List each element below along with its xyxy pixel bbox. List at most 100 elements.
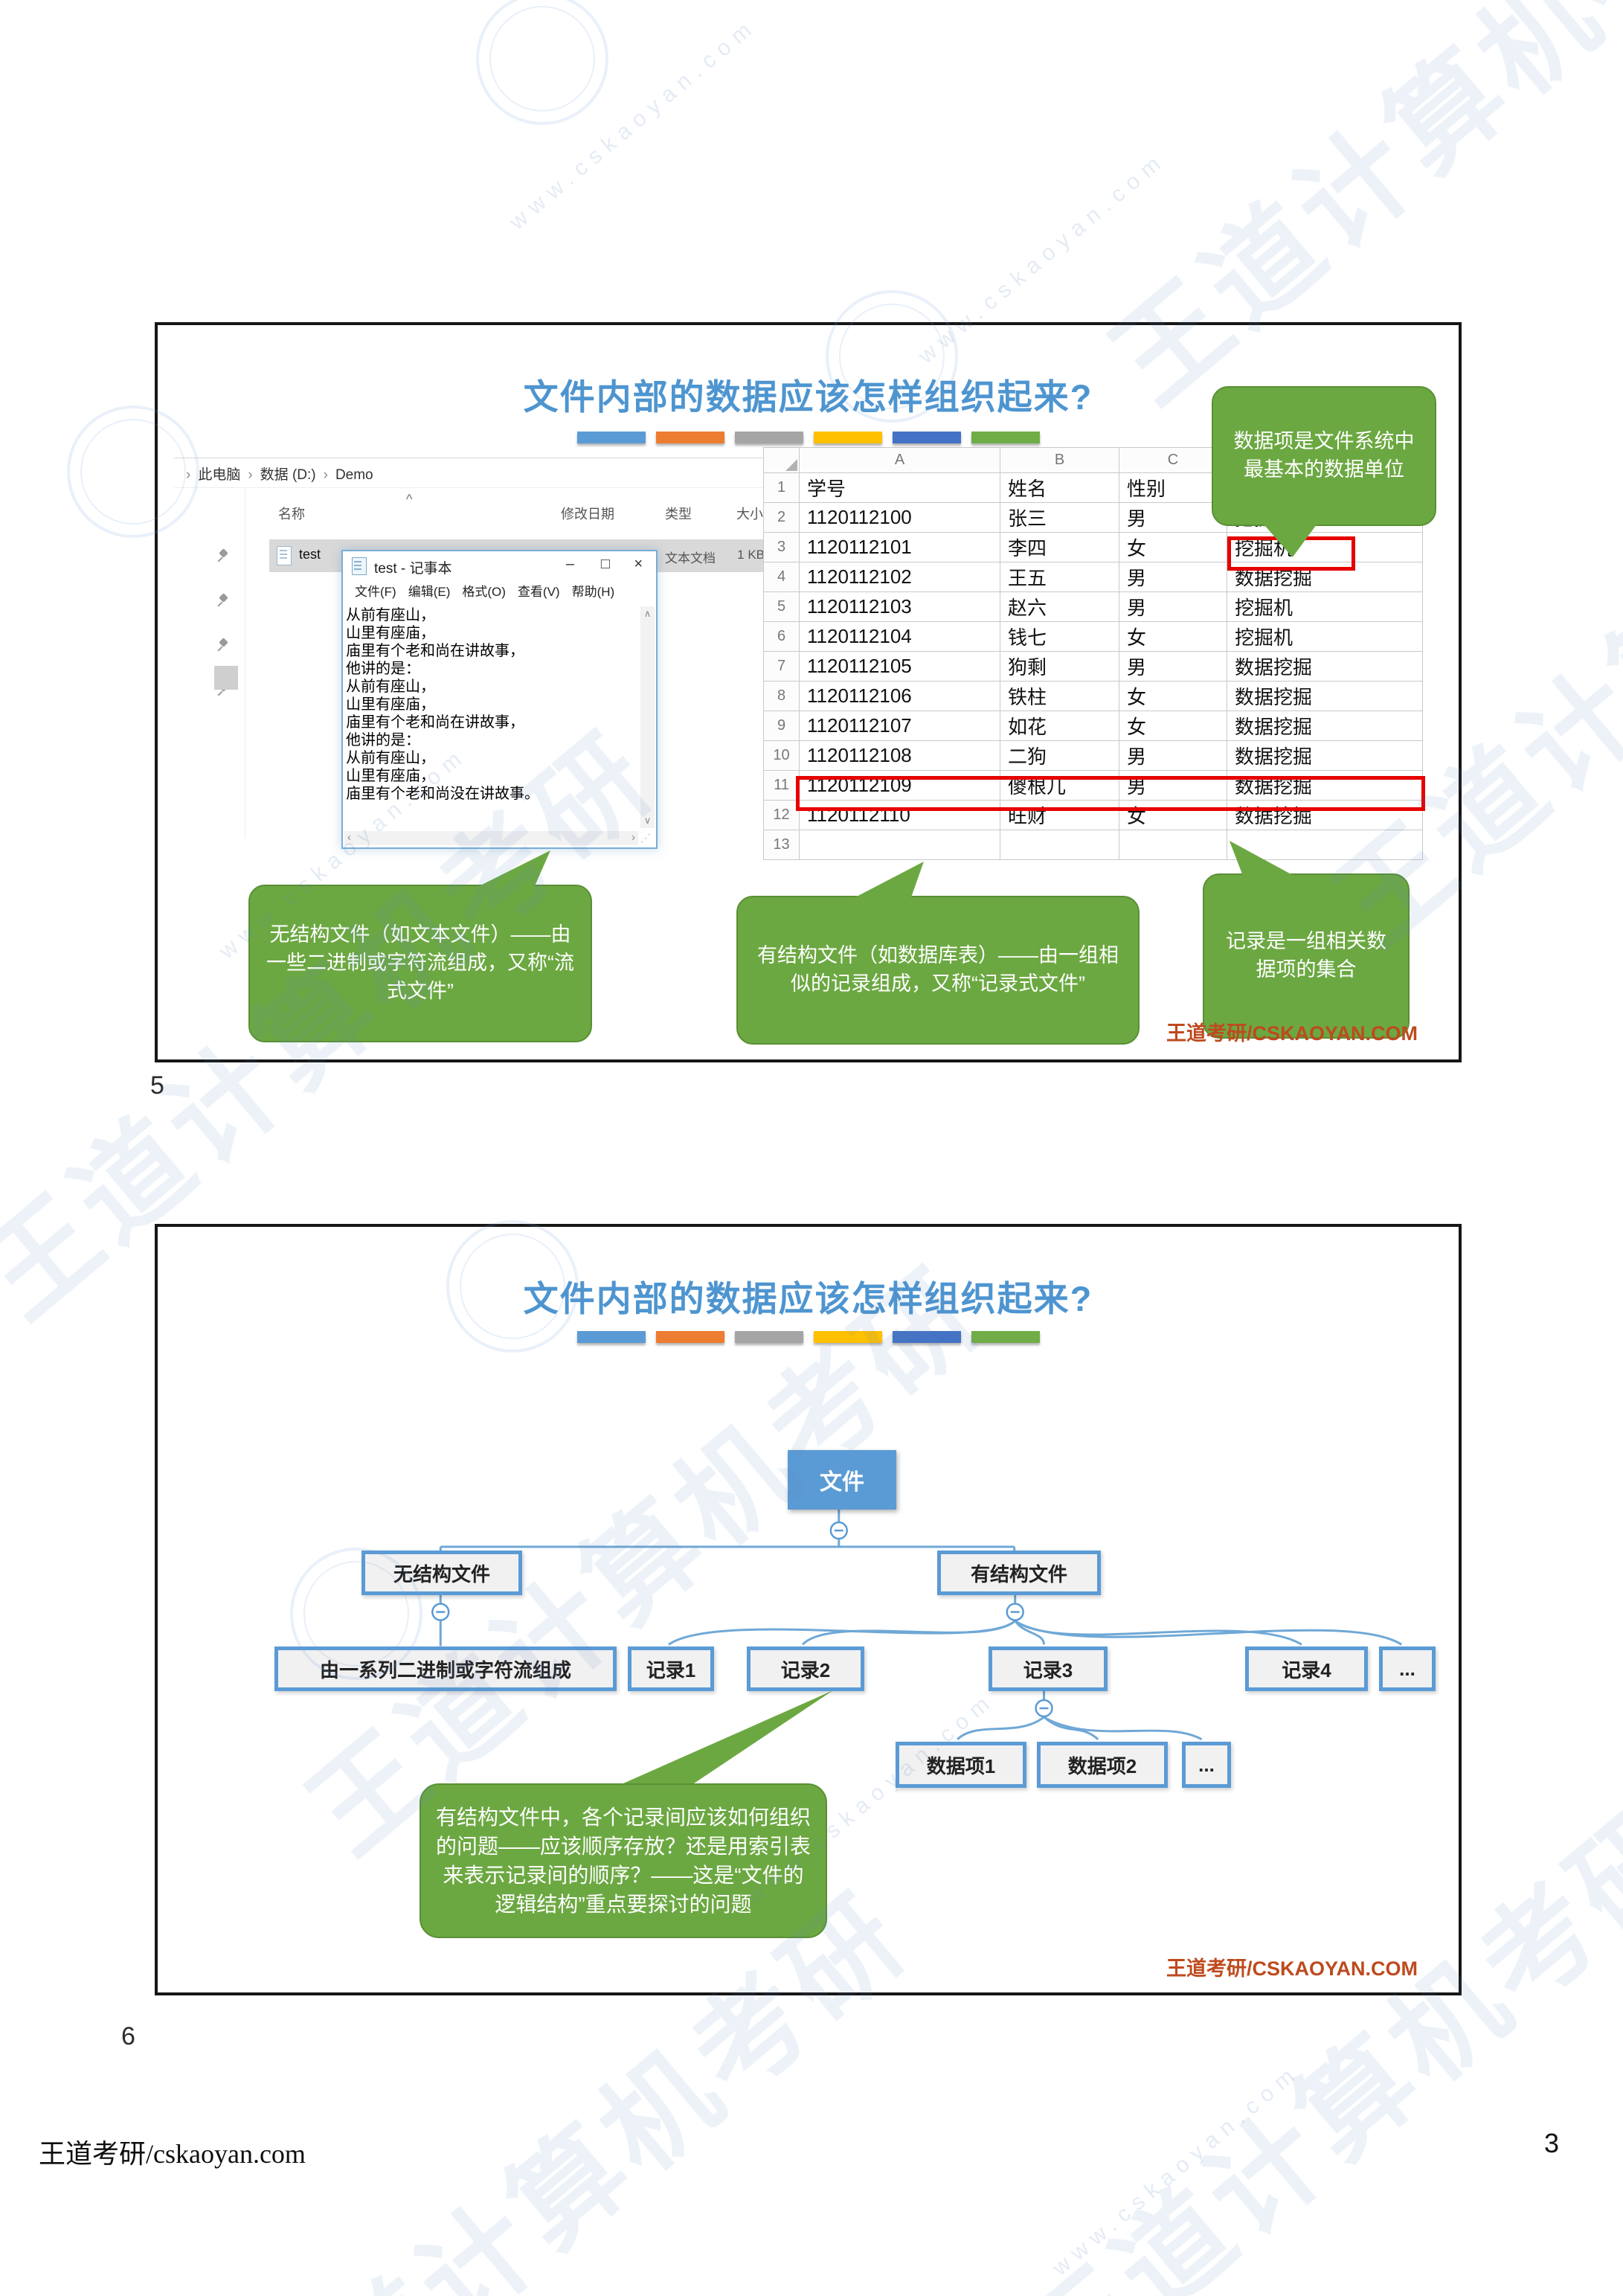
sheet-cell[interactable]: 数据挖掘 (1227, 711, 1423, 741)
notepad-text-area[interactable]: 从前有座山，山里有座庙，庙里有个老和尚在讲故事，他讲的是：从前有座山，山里有座庙… (346, 606, 638, 828)
sheet-cell[interactable]: 男 (1119, 740, 1227, 771)
accent-bars (158, 432, 1459, 443)
horizontal-scrollbar[interactable]: ‹ › (344, 831, 638, 845)
row-number[interactable]: 9 (763, 711, 800, 741)
sheet-cell[interactable]: 赵六 (1000, 591, 1119, 622)
column-letter[interactable]: B (1000, 447, 1119, 473)
sheet-cell[interactable]: 数据挖掘 (1227, 681, 1423, 711)
select-all-corner[interactable] (763, 447, 800, 473)
sheet-cell[interactable] (1227, 830, 1423, 860)
row-number[interactable]: 5 (763, 591, 800, 622)
sheet-cell[interactable]: 二狗 (1000, 740, 1119, 771)
column-letter[interactable]: C (1119, 447, 1227, 473)
slide-brand: 王道考研/CSKAOYAN.COM (1166, 1022, 1418, 1045)
scroll-left-icon[interactable]: ‹ (347, 831, 351, 844)
sheet-cell[interactable]: 1120112102 (799, 562, 1000, 592)
row-number[interactable]: 13 (763, 830, 800, 860)
scroll-up-icon[interactable]: ∧ (643, 608, 652, 619)
minimize-button[interactable]: – (565, 556, 574, 572)
sheet-cell[interactable]: 数据挖掘 (1227, 651, 1423, 682)
row-number[interactable]: 8 (763, 681, 800, 711)
row-number[interactable]: 6 (763, 621, 800, 652)
maximize-button[interactable]: □ (600, 556, 610, 572)
row-number[interactable]: 3 (763, 532, 800, 562)
sheet-cell[interactable]: 女 (1119, 621, 1227, 652)
resize-grip[interactable]: ⋰ (640, 832, 651, 844)
row-number[interactable]: 12 (763, 800, 800, 830)
notepad-menu-item[interactable]: 文件(F) (355, 585, 396, 599)
sheet-cell[interactable]: 男 (1119, 502, 1227, 533)
sheet-cell[interactable]: 1120112107 (799, 711, 1000, 741)
row-number[interactable]: 7 (763, 651, 800, 682)
column-letter[interactable]: A (799, 447, 1000, 473)
sort-ascending-icon[interactable]: ^ (406, 492, 413, 507)
sheet-cell[interactable]: 李四 (1000, 532, 1119, 562)
sheet-cell[interactable]: 1120112105 (799, 651, 1000, 682)
sheet-cell[interactable]: 性别 (1119, 472, 1227, 503)
sheet-cell[interactable]: 旺财 (1000, 800, 1119, 830)
column-type[interactable]: 类型 (665, 507, 692, 522)
vertical-scrollbar[interactable]: ∧ ∨ (640, 606, 655, 828)
sheet-cell[interactable]: 1120112106 (799, 681, 1000, 711)
notepad-menu-item[interactable]: 编辑(E) (408, 585, 451, 599)
sheet-cell[interactable]: 1120112108 (799, 740, 1000, 771)
column-date-modified[interactable]: 修改日期 (561, 507, 614, 522)
sheet-cell[interactable]: 如花 (1000, 711, 1119, 741)
sheet-cell[interactable]: 1120112104 (799, 621, 1000, 652)
breadcrumb-item[interactable]: 数据 (D:) (260, 467, 316, 483)
scroll-down-icon[interactable]: ∨ (643, 815, 652, 826)
node-label: 由一系列二进制或字符流组成 (319, 1658, 571, 1681)
sheet-cell[interactable]: 学号 (799, 472, 1000, 503)
file-size: 1 KB (737, 548, 765, 562)
notepad-menu-item[interactable]: 格式(O) (462, 585, 506, 599)
sheet-cell[interactable]: 女 (1119, 681, 1227, 711)
watermark-url: www.cskaoyan.com (1047, 2059, 1305, 2281)
sheet-cell[interactable]: 女 (1119, 711, 1227, 741)
slide-title: 文件内部的数据应该怎样组织起来? (523, 1279, 1093, 1318)
sheet-cell[interactable]: 姓名 (1000, 472, 1119, 503)
sheet-cell[interactable]: 钱七 (1000, 621, 1119, 652)
notepad-menu-item[interactable]: 查看(V) (517, 585, 560, 599)
tree-node-record3: 记录3 (989, 1646, 1108, 1691)
sheet-cell[interactable]: 男 (1119, 562, 1227, 592)
accent-bar (734, 1331, 803, 1343)
sheet-cell[interactable]: 铁柱 (1000, 681, 1119, 711)
breadcrumb-item[interactable]: Demo (335, 467, 373, 483)
spreadsheet: ABC1学号姓名性别21120112100张三男挖掘机31120112101李四… (763, 447, 1423, 860)
sheet-cell[interactable]: 张三 (1000, 502, 1119, 533)
sheet-cell[interactable]: 狗剩 (1000, 651, 1119, 682)
sheet-cell[interactable]: 挖掘机 (1227, 621, 1423, 652)
accent-bar (813, 432, 882, 443)
sheet-cell[interactable]: 1120112100 (799, 502, 1000, 533)
sheet-cell[interactable]: 1120112110 (799, 800, 1000, 830)
sheet-cell[interactable]: 1120112101 (799, 532, 1000, 562)
sheet-cell[interactable] (1119, 830, 1227, 860)
row-number[interactable]: 2 (763, 502, 800, 533)
scroll-right-icon[interactable]: › (631, 831, 635, 844)
sheet-cell[interactable]: 1120112103 (799, 591, 1000, 622)
sheet-cell[interactable] (1000, 830, 1119, 860)
tree-node-structured: 有结构文件 (937, 1551, 1101, 1595)
sheet-cell[interactable]: 数据挖掘 (1227, 562, 1423, 592)
column-name[interactable]: 名称 (278, 507, 305, 522)
notepad-line: 庙里有个老和尚在讲故事， (346, 643, 524, 659)
row-number[interactable]: 1 (763, 472, 800, 503)
notepad-titlebar[interactable]: test - 记事本 – □ × (343, 551, 656, 581)
column-size[interactable]: 大小 (736, 507, 763, 522)
row-number[interactable]: 11 (763, 770, 800, 801)
sheet-cell[interactable] (799, 830, 1000, 860)
sheet-cell[interactable]: 数据挖掘 (1227, 740, 1423, 771)
notepad-menu-item[interactable]: 帮助(H) (571, 585, 615, 599)
row-number[interactable]: 4 (763, 562, 800, 592)
sheet-cell[interactable]: 王五 (1000, 562, 1119, 592)
sheet-cell[interactable]: 男 (1119, 591, 1227, 622)
row-number[interactable]: 10 (763, 740, 800, 771)
sheet-cell[interactable]: 男 (1119, 651, 1227, 682)
sheet-cell[interactable]: 挖掘机 (1227, 591, 1423, 622)
sheet-cell[interactable]: 女 (1119, 532, 1227, 562)
close-button[interactable]: × (634, 556, 643, 572)
breadcrumb-item[interactable]: 此电脑 (198, 467, 241, 483)
